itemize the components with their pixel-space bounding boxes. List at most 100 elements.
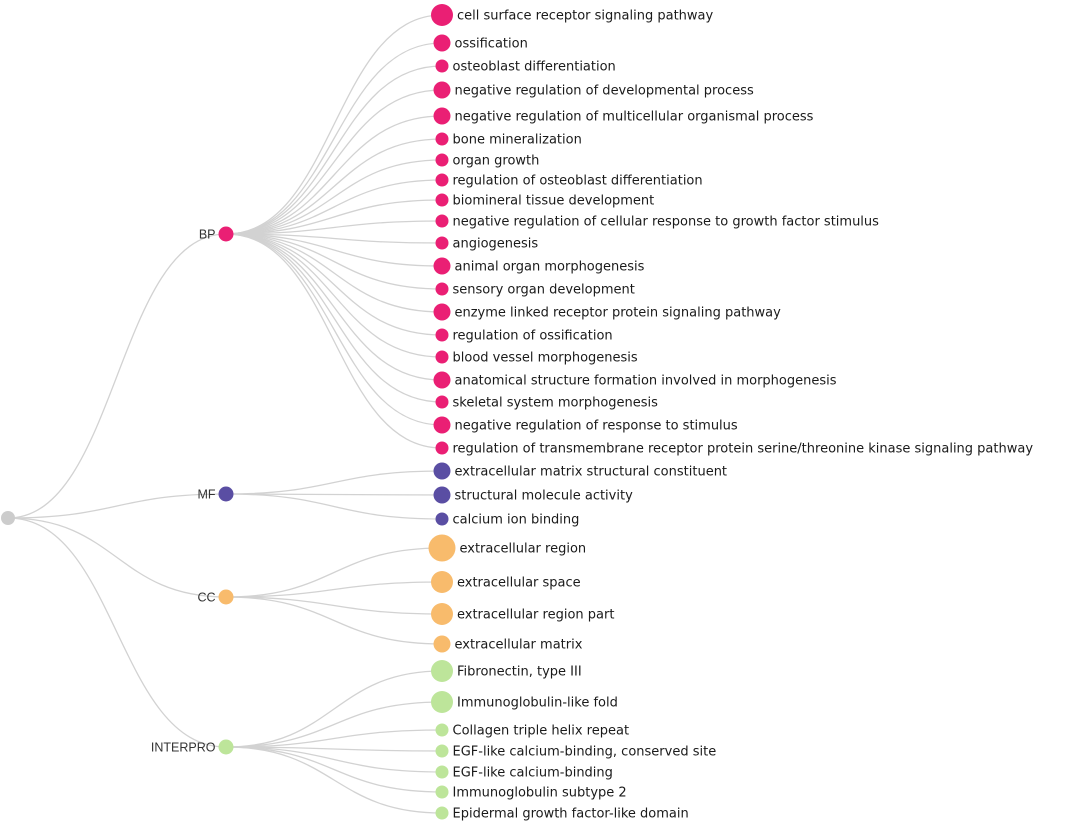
term-node[interactable]: animal organ morphogenesis	[433, 257, 645, 275]
term-node[interactable]: extracellular matrix structural constitu…	[433, 462, 728, 480]
term-marker[interactable]	[433, 81, 451, 99]
term-marker[interactable]	[435, 395, 449, 409]
category-node-cc[interactable]: CC	[197, 589, 234, 605]
term-marker[interactable]	[433, 257, 451, 275]
term-marker[interactable]	[435, 328, 449, 342]
term-marker[interactable]	[435, 765, 449, 779]
term-marker[interactable]	[428, 534, 456, 562]
term-node[interactable]: EGF-like calcium-binding	[435, 765, 613, 781]
term-marker[interactable]	[435, 236, 449, 250]
term-marker[interactable]	[433, 107, 451, 125]
term-node[interactable]: extracellular region	[428, 534, 587, 562]
term-marker[interactable]	[435, 282, 449, 296]
term-label: Collagen triple helix repeat	[453, 724, 630, 739]
term-node[interactable]: extracellular space	[431, 571, 581, 593]
term-node[interactable]: organ growth	[435, 153, 540, 169]
term-node[interactable]: calcium ion binding	[435, 512, 580, 528]
term-label: negative regulation of multicellular org…	[455, 110, 814, 125]
term-node[interactable]: Collagen triple helix repeat	[435, 723, 630, 739]
term-node[interactable]: negative regulation of multicellular org…	[433, 107, 814, 125]
term-marker[interactable]	[435, 153, 449, 167]
term-marker[interactable]	[435, 512, 449, 526]
link-bp-term	[225, 233, 443, 449]
term-node[interactable]: regulation of transmembrane receptor pro…	[435, 441, 1034, 457]
term-label: EGF-like calcium-binding	[453, 766, 613, 781]
term-node[interactable]: Fibronectin, type III	[431, 660, 582, 682]
term-marker[interactable]	[431, 660, 453, 682]
term-marker[interactable]	[435, 785, 449, 799]
category-marker-cc[interactable]	[218, 589, 234, 605]
term-marker[interactable]	[435, 744, 449, 758]
term-marker[interactable]	[435, 59, 449, 73]
term-marker[interactable]	[433, 416, 451, 434]
term-node[interactable]: EGF-like calcium-binding, conserved site	[435, 744, 717, 760]
term-marker[interactable]	[431, 603, 453, 625]
term-label: sensory organ development	[453, 283, 635, 298]
term-node[interactable]: negative regulation of developmental pro…	[433, 81, 754, 99]
term-node[interactable]: angiogenesis	[435, 236, 539, 252]
term-node[interactable]: biomineral tissue development	[435, 193, 655, 209]
term-marker[interactable]	[435, 173, 449, 187]
category-node-mf[interactable]: MF	[197, 486, 234, 502]
link-bp-term	[225, 233, 443, 336]
term-node[interactable]: sensory organ development	[435, 282, 635, 298]
term-node[interactable]: bone mineralization	[435, 132, 582, 148]
term-node[interactable]: structural molecule activity	[433, 486, 634, 504]
term-label: calcium ion binding	[453, 513, 580, 528]
term-marker[interactable]	[435, 132, 449, 146]
term-label: negative regulation of cellular response…	[453, 215, 880, 230]
term-label: skeletal system morphogenesis	[453, 396, 659, 411]
term-node[interactable]: Immunoglobulin-like fold	[431, 691, 618, 713]
term-node[interactable]: anatomical structure formation involved …	[433, 371, 837, 389]
term-marker[interactable]	[435, 193, 449, 207]
link-root-bp	[7, 233, 227, 519]
term-marker[interactable]	[435, 723, 449, 737]
category-marker-bp[interactable]	[218, 226, 234, 242]
term-node[interactable]: ossification	[433, 34, 528, 52]
link-bp-term	[225, 138, 443, 235]
term-marker[interactable]	[435, 350, 449, 364]
term-label: extracellular region	[460, 542, 587, 557]
term-node[interactable]: skeletal system morphogenesis	[435, 395, 659, 411]
link-bp-term	[225, 233, 443, 381]
term-label: cell surface receptor signaling pathway	[457, 9, 714, 24]
term-marker[interactable]	[435, 441, 449, 455]
tree-links	[7, 14, 443, 814]
term-node[interactable]: enzyme linked receptor protein signaling…	[433, 303, 782, 321]
term-node[interactable]: extracellular matrix	[433, 635, 583, 653]
term-node[interactable]: regulation of osteoblast differentiation	[435, 173, 703, 189]
term-marker[interactable]	[431, 571, 453, 593]
category-marker-mf[interactable]	[218, 486, 234, 502]
term-node[interactable]: osteoblast differentiation	[435, 59, 616, 75]
link-bp-term	[225, 115, 443, 235]
term-node[interactable]: negative regulation of response to stimu…	[433, 416, 738, 434]
term-marker[interactable]	[433, 303, 451, 321]
term-marker[interactable]	[433, 635, 451, 653]
term-node[interactable]: Epidermal growth factor-like domain	[435, 806, 689, 822]
link-interpro-term	[225, 701, 443, 748]
category-node-bp[interactable]: BP	[199, 226, 234, 242]
term-node[interactable]: cell surface receptor signaling pathway	[431, 4, 714, 26]
term-marker[interactable]	[433, 371, 451, 389]
term-marker[interactable]	[431, 4, 453, 26]
category-label-mf: MF	[197, 488, 215, 502]
category-marker-interpro[interactable]	[218, 739, 234, 755]
term-node[interactable]: blood vessel morphogenesis	[435, 350, 638, 366]
link-mf-term	[225, 470, 443, 495]
term-node[interactable]: extracellular region part	[431, 603, 614, 625]
term-marker[interactable]	[433, 462, 451, 480]
term-marker[interactable]	[435, 806, 449, 820]
term-node[interactable]: regulation of ossification	[435, 328, 613, 344]
term-node[interactable]: Immunoglobulin subtype 2	[435, 785, 627, 801]
term-label: enzyme linked receptor protein signaling…	[455, 306, 782, 321]
term-label: extracellular region part	[457, 608, 614, 623]
link-interpro-term	[225, 746, 443, 793]
term-node[interactable]: negative regulation of cellular response…	[435, 214, 880, 230]
term-marker[interactable]	[433, 486, 451, 504]
category-node-interpro[interactable]: INTERPRO	[151, 739, 234, 755]
link-interpro-term	[225, 746, 443, 814]
term-label: negative regulation of developmental pro…	[455, 84, 754, 99]
term-marker[interactable]	[435, 214, 449, 228]
term-marker[interactable]	[431, 691, 453, 713]
term-marker[interactable]	[433, 34, 451, 52]
